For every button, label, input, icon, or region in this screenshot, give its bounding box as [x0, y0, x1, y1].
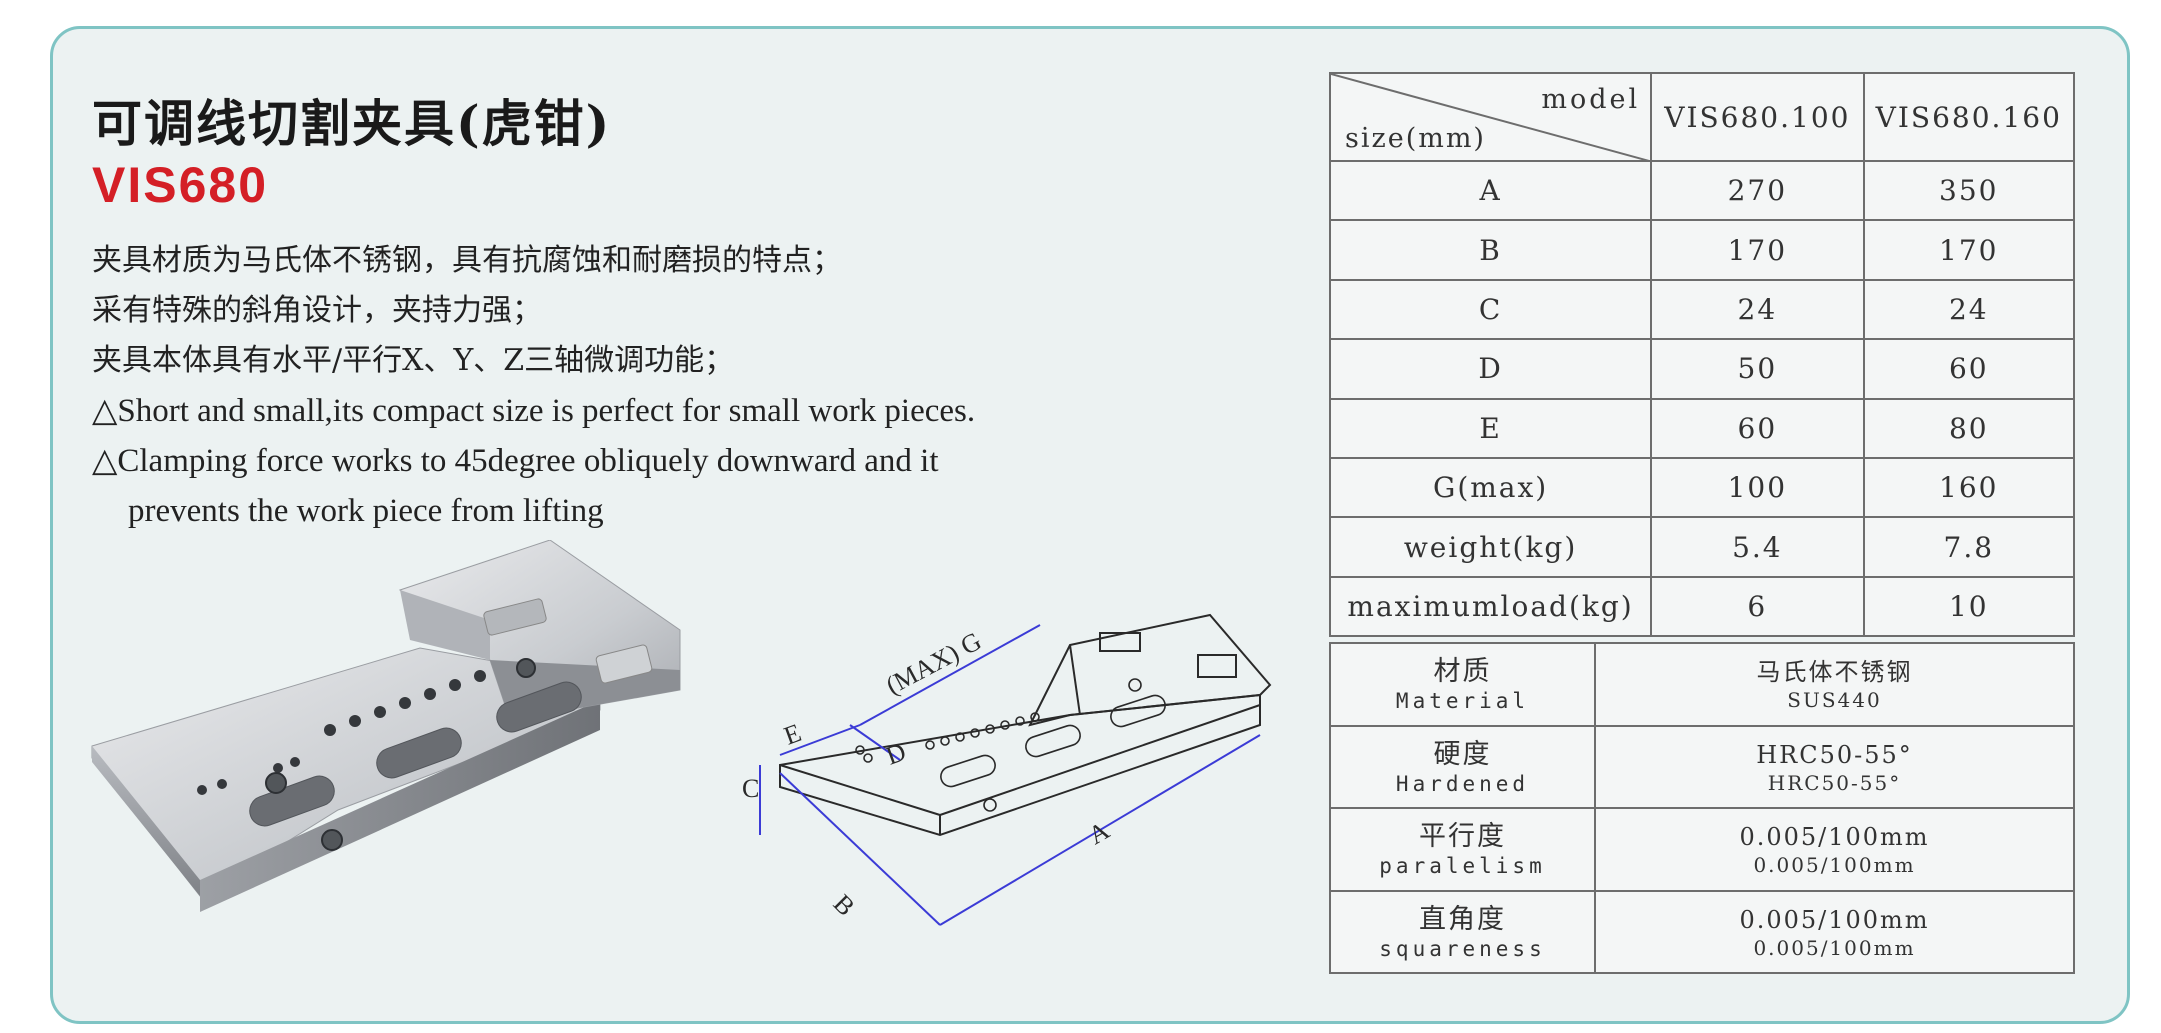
- property-label-en: Hardened: [1395, 771, 1530, 796]
- model-column-header: VIS680.160: [1862, 72, 2076, 162]
- spec-value: 10: [1862, 575, 2076, 638]
- spec-label: C: [1328, 278, 1653, 341]
- spec-row: G(max) 100 160: [1328, 456, 2076, 519]
- property-label: 材质 Material: [1329, 642, 1596, 727]
- spec-value: 170: [1650, 219, 1865, 281]
- property-value: 0.005/100mm 0.005/100mm: [1594, 807, 2075, 892]
- product-title: 可调线切割夹具(虎钳): [92, 94, 612, 153]
- dim-label-e: E: [780, 718, 805, 751]
- property-value-main: HRC50-55°: [1756, 740, 1913, 769]
- feature-line: prevents the work piece from lifting: [128, 493, 604, 529]
- spec-value: 80: [1862, 397, 2076, 459]
- property-value: HRC50-55° HRC50-55°: [1594, 724, 2075, 809]
- property-label-en: Material: [1395, 689, 1530, 714]
- property-label-cn: 平行度: [1419, 821, 1506, 853]
- vise-product-photo: [91, 540, 681, 912]
- spec-row: D 50 60: [1328, 338, 2076, 400]
- feature-line: △Short and small,its compact size is per…: [92, 393, 976, 429]
- property-value: 马氏体不锈钢 SUS440: [1594, 642, 2075, 727]
- property-value: 0.005/100mm 0.005/100mm: [1594, 889, 2075, 974]
- spec-row: weight(kg) 5.4 7.8: [1328, 516, 2076, 578]
- property-label-cn: 硬度: [1433, 738, 1492, 770]
- header-model: model: [1541, 84, 1641, 115]
- spec-row: maximumload(kg) 6 10: [1328, 575, 2076, 638]
- dimension-drawing: C E D (MAX) G B A: [742, 613, 1272, 926]
- spec-label: B: [1328, 219, 1653, 281]
- spec-label: G(max): [1328, 456, 1653, 519]
- dim-label-d: D: [882, 737, 910, 771]
- property-value-main: 0.005/100mm: [1739, 905, 1930, 934]
- property-label-cn: 直角度: [1419, 903, 1506, 935]
- model-code: VIS680: [92, 157, 269, 213]
- property-value-main: 马氏体不锈钢: [1756, 658, 1913, 687]
- spec-row: C 24 24: [1328, 278, 2076, 341]
- property-value-sub: HRC50-55°: [1767, 770, 1902, 795]
- spec-value: 270: [1650, 159, 1865, 222]
- property-value-main: 0.005/100mm: [1739, 823, 1930, 852]
- property-label-en: paralelism: [1379, 854, 1546, 879]
- spec-value: 350: [1862, 159, 2076, 222]
- spec-value: 100: [1650, 456, 1865, 519]
- property-table: 材质 Material 马氏体不锈钢 SUS440 硬度 Hardened HR…: [1329, 642, 2075, 974]
- spec-label: A: [1328, 159, 1653, 222]
- feature-line: 夹具本体具有水平/平行X、Y、Z三轴微调功能；: [92, 343, 735, 378]
- spec-value: 160: [1862, 456, 2076, 519]
- spec-value: 5.4: [1650, 516, 1865, 578]
- spec-row: A 270 350: [1328, 159, 2076, 222]
- feature-list: 夹具材质为马氏体不锈钢，具有抗腐蚀和耐磨损的特点； 采有特殊的斜角设计，夹持力强…: [92, 236, 1272, 536]
- model-column-header: VIS680.100: [1650, 72, 1865, 162]
- spec-label: E: [1328, 397, 1653, 459]
- spec-value: 60: [1862, 338, 2076, 400]
- property-value-sub: 0.005/100mm: [1753, 935, 1916, 960]
- spec-label: weight(kg): [1328, 516, 1653, 578]
- spec-value: 170: [1862, 219, 2076, 281]
- spec-value: 24: [1862, 278, 2076, 341]
- property-row: 直角度 squareness 0.005/100mm 0.005/100mm: [1329, 889, 2075, 974]
- property-label-cn: 材质: [1433, 656, 1492, 688]
- spec-value: 60: [1650, 397, 1865, 459]
- spec-value: 24: [1650, 278, 1865, 341]
- feature-line: △Clamping force works to 45degree obliqu…: [92, 443, 939, 479]
- property-value-sub: 0.005/100mm: [1753, 853, 1916, 878]
- dim-label-b: B: [828, 889, 861, 922]
- dim-label-a: A: [1084, 816, 1115, 851]
- property-label: 平行度 paralelism: [1329, 807, 1596, 892]
- spec-row: B 170 170: [1328, 219, 2076, 281]
- dim-label-c: C: [742, 774, 759, 803]
- spec-table: model size(mm) VIS680.100 VIS680.160 A 2…: [1328, 72, 2076, 638]
- header-size: size(mm): [1345, 123, 1486, 154]
- spec-corner-cell: model size(mm): [1328, 72, 1653, 162]
- property-label-en: squareness: [1379, 936, 1546, 961]
- spec-value: 7.8: [1862, 516, 2076, 578]
- spec-row: E 60 80: [1328, 397, 2076, 459]
- feature-line: 夹具材质为马氏体不锈钢，具有抗腐蚀和耐磨损的特点；: [92, 243, 842, 278]
- property-row: 材质 Material 马氏体不锈钢 SUS440: [1329, 642, 2075, 727]
- property-value-sub: SUS440: [1787, 688, 1882, 713]
- property-row: 平行度 paralelism 0.005/100mm 0.005/100mm: [1329, 807, 2075, 892]
- property-label: 硬度 Hardened: [1329, 724, 1596, 809]
- spec-value: 6: [1650, 575, 1865, 638]
- spec-label: D: [1328, 338, 1653, 400]
- feature-line: 采有特殊的斜角设计，夹持力强；: [92, 293, 542, 328]
- spec-label: maximumload(kg): [1328, 575, 1653, 638]
- spec-header-row: model size(mm) VIS680.100 VIS680.160: [1328, 72, 2076, 162]
- spec-value: 50: [1650, 338, 1865, 400]
- property-row: 硬度 Hardened HRC50-55° HRC50-55°: [1329, 724, 2075, 809]
- property-label: 直角度 squareness: [1329, 889, 1596, 974]
